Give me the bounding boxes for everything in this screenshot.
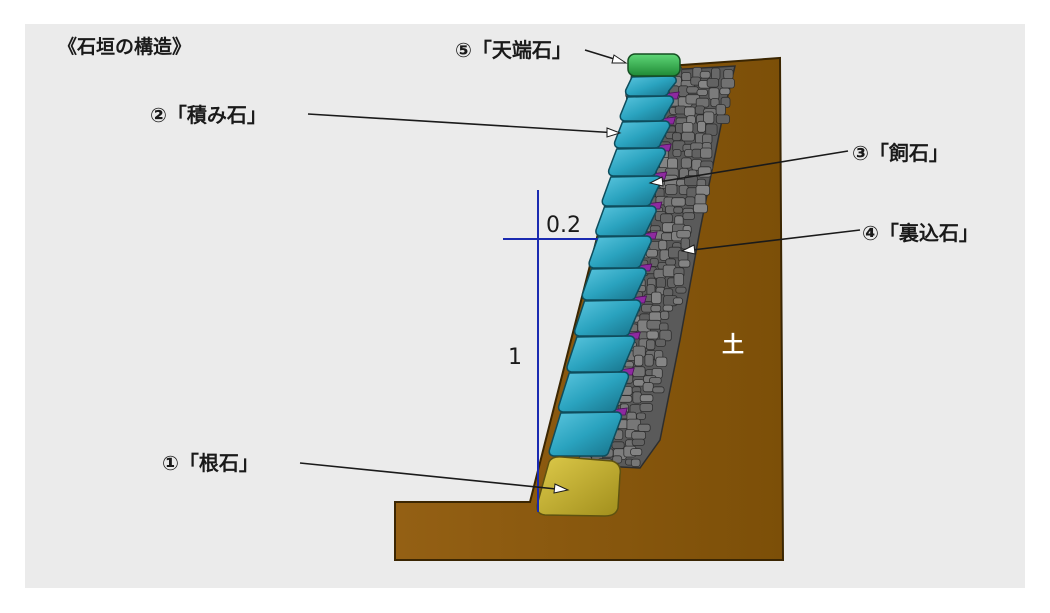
backfill-stone xyxy=(711,67,721,81)
building-stone xyxy=(557,371,630,413)
building-stone xyxy=(624,75,677,97)
backfill-stone xyxy=(644,353,654,367)
building-stone xyxy=(619,95,675,122)
backfill-stone xyxy=(706,78,719,88)
backfill-stone xyxy=(681,131,695,142)
backfill-stone xyxy=(691,148,702,159)
building-stone xyxy=(581,267,647,301)
backfill-stone xyxy=(696,89,708,96)
building-stones xyxy=(548,75,677,457)
backfill-stone xyxy=(630,458,641,467)
dimension-vertical-label: 1 xyxy=(508,345,522,370)
arrowhead-backfill-stone xyxy=(680,244,696,255)
backfill-stone xyxy=(636,412,647,420)
backfill-stone xyxy=(681,122,694,133)
backfill-stone xyxy=(655,338,666,347)
building-stone xyxy=(548,411,623,457)
backfill-stone xyxy=(673,273,685,286)
backfill-stone xyxy=(693,203,708,214)
backfill-stone xyxy=(672,132,682,142)
backfill-stone xyxy=(634,354,644,367)
building-stone xyxy=(613,120,671,149)
backfill-stone xyxy=(671,197,686,207)
backfill-stone xyxy=(637,423,651,432)
arrowhead-top-stone xyxy=(611,54,628,64)
backfill-stone xyxy=(667,157,678,170)
backfill-stone xyxy=(639,394,654,403)
backfill-stone xyxy=(645,248,658,258)
backfill-stone xyxy=(649,377,662,385)
backfill-stone xyxy=(642,382,654,393)
leader-backfill-stone xyxy=(683,229,861,252)
backfill-stone xyxy=(723,69,734,80)
arrowhead-wedge-stone xyxy=(648,176,664,187)
backfill-stone xyxy=(646,319,662,330)
backfill-stone xyxy=(639,403,654,412)
backfill-stone xyxy=(699,70,711,79)
backfill-stone xyxy=(680,157,692,169)
backfill-stone xyxy=(665,258,677,266)
label-backfill-stone: ④「裏込石」 xyxy=(862,221,979,245)
backfill-stone xyxy=(719,87,731,95)
backfill-stone xyxy=(630,448,643,456)
backfill-stone xyxy=(685,196,696,206)
backfill-stone xyxy=(650,304,662,313)
backfill-stone xyxy=(655,356,668,368)
building-stone xyxy=(573,299,642,337)
leader-wedge-stone xyxy=(651,150,849,184)
backfill-stone xyxy=(684,148,694,158)
label-base-stone: ①「根石」 xyxy=(162,451,259,475)
leader-base-stone xyxy=(299,462,567,491)
backfill-stone xyxy=(700,147,713,159)
backfill-stone xyxy=(660,213,673,224)
backfill-stone xyxy=(651,291,662,305)
arrowhead-base-stone xyxy=(553,483,570,494)
backfill-stone xyxy=(708,87,720,100)
backfill-stone xyxy=(649,257,659,267)
backfill-stone xyxy=(673,206,684,214)
backfill-stone xyxy=(672,297,683,305)
label-wedge-stone: ③「飼石」 xyxy=(852,141,949,165)
arrowhead-building-stone xyxy=(606,127,622,138)
building-stone xyxy=(595,205,657,237)
soil-label: 土 xyxy=(722,333,744,358)
backfill-stone xyxy=(652,386,665,394)
backfill-stone xyxy=(646,330,659,340)
backfill-stone xyxy=(682,212,696,220)
backfill-stone xyxy=(675,286,687,294)
base-stone xyxy=(536,456,622,517)
backfill-stone xyxy=(684,106,696,117)
top-stone xyxy=(627,53,681,77)
backfill-stone xyxy=(715,114,730,124)
diagram-title: 《石垣の構造》 xyxy=(58,35,191,58)
backfill-stone xyxy=(672,149,682,157)
label-building-stone: ②「積み石」 xyxy=(150,103,267,127)
diagram-panel xyxy=(25,24,1025,588)
backfill-stone xyxy=(648,311,662,322)
leader-building-stone xyxy=(307,113,619,134)
backfill-stone xyxy=(631,431,647,440)
backfill-stone xyxy=(656,277,666,289)
backfill-stone xyxy=(633,379,645,387)
building-stone xyxy=(566,335,636,373)
building-stone xyxy=(607,147,667,177)
backfill-stone xyxy=(715,104,726,116)
backfill-stone xyxy=(611,441,625,450)
backfill-stone xyxy=(631,438,645,446)
backfill-stone xyxy=(660,310,670,320)
backfill-stone xyxy=(665,184,678,195)
label-top-stone: ⑤「天端石」 xyxy=(455,38,572,62)
backfill-stone xyxy=(720,78,735,89)
backfill-stone xyxy=(678,259,691,268)
dimension-horizontal-label: 0.2 xyxy=(546,213,581,238)
building-stone xyxy=(588,235,652,269)
backfill-stone xyxy=(697,120,706,133)
backfill-stone xyxy=(662,304,674,312)
backfill-stone xyxy=(676,229,691,239)
backfill-stone xyxy=(681,72,692,82)
backfill-stone xyxy=(658,239,668,251)
backfill-stone xyxy=(703,111,715,124)
backfill-stone xyxy=(646,339,656,351)
